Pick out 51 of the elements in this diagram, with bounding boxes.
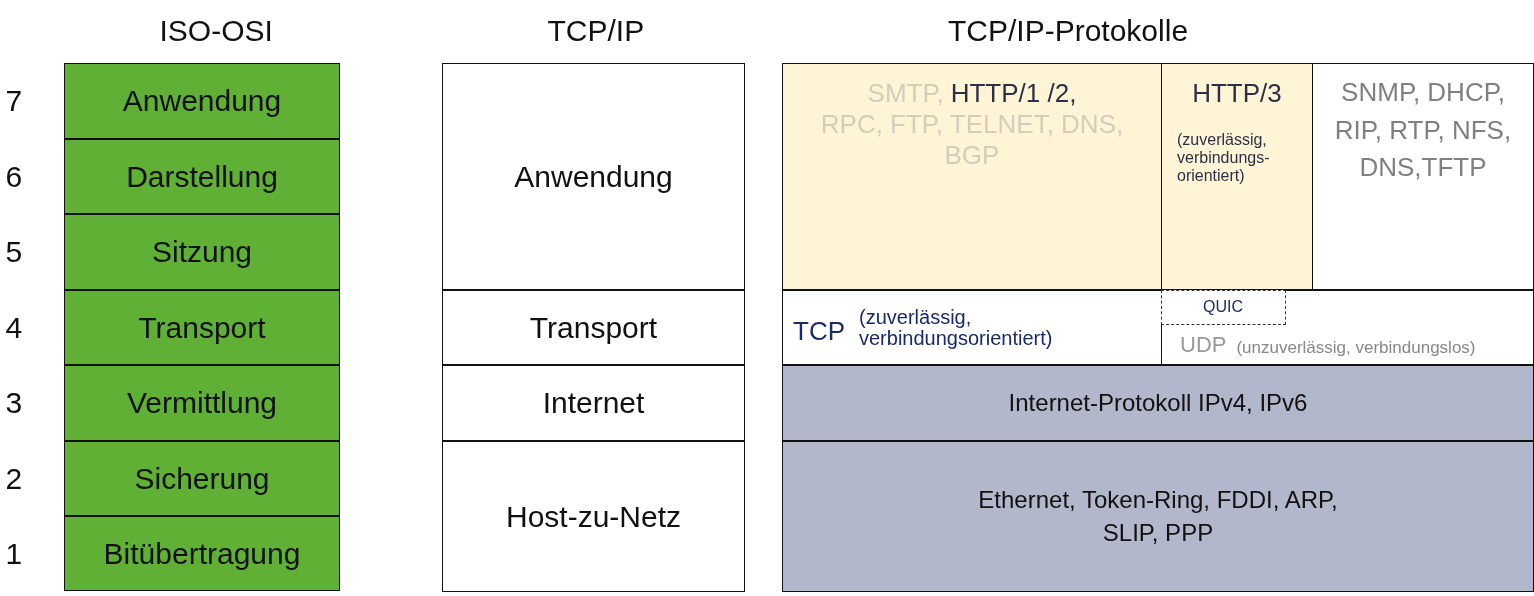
layer-box (64, 441, 340, 516)
layer-text: (zuverlässig, verbindungs- orientiert) (1177, 131, 1271, 185)
layer-text: Sicherung (134, 461, 270, 496)
layer-text: (zuverlässig, verbindungsorientiert) (859, 306, 1054, 349)
layer-text: Ethernet, Token-Ring, FDDI, ARP, SLIP, PPP (977, 485, 1339, 548)
layer-box (442, 290, 745, 365)
layer-text: Darstellung (126, 159, 278, 194)
dashed-layer-box (1160, 289, 1286, 325)
layer-text: Transport (138, 310, 266, 345)
layer-text: Anwendung (122, 84, 282, 118)
layer-box (64, 139, 340, 214)
layer-text: Bitübertragung (103, 536, 301, 571)
layer-text: Internet (542, 386, 645, 420)
layer-text: SNMP, DHCP, RIP, RTP, NFS, DNS,TFTP (1333, 76, 1513, 185)
layer-number: 5 (5, 235, 23, 269)
column-heading: TCP/IP-Protokolle (948, 14, 1189, 48)
layer-text: Vermittlung (126, 386, 278, 420)
layer-box (1312, 63, 1534, 290)
layer-box (64, 290, 340, 365)
layer-number: 2 (5, 461, 23, 496)
layer-text: (unzuverlässig, verbindungslos) (1236, 338, 1476, 358)
layer-text: Internet-Protokoll IPv4, IPv6 (1008, 389, 1308, 417)
layer-box (782, 63, 1162, 290)
layer-text: HTTP/1 /2, (950, 78, 1077, 110)
layer-text: TCP (793, 316, 845, 347)
layer-text: UDP (1180, 332, 1227, 358)
layer-box (442, 365, 745, 441)
layer-text: Host-zu-Netz (505, 499, 681, 534)
layer-box (64, 365, 340, 441)
layer-number: 6 (5, 159, 23, 194)
layer-box (782, 441, 1534, 592)
layer-number: 4 (5, 310, 23, 345)
layer-box (782, 365, 1534, 441)
layer-text: Anwendung (514, 159, 673, 194)
layer-text: QUIC (1203, 298, 1243, 316)
layer-box (64, 63, 340, 139)
layer-box (64, 214, 340, 290)
layer-box (442, 441, 745, 592)
layer-text: HTTP/3 (1192, 78, 1282, 109)
column-heading: ISO-OSI (159, 14, 273, 48)
layer-text: Sitzung (151, 235, 253, 269)
column-heading: TCP/IP (547, 14, 645, 48)
layer-number: 3 (5, 386, 23, 420)
layer-box (782, 290, 1162, 365)
layer-box (1161, 63, 1313, 290)
layer-number: 1 (5, 536, 23, 571)
layer-text: Transport (529, 310, 658, 345)
layer-number: 7 (5, 84, 23, 118)
layer-box (442, 63, 745, 290)
layer-box (1161, 290, 1534, 365)
layer-box (64, 516, 340, 591)
